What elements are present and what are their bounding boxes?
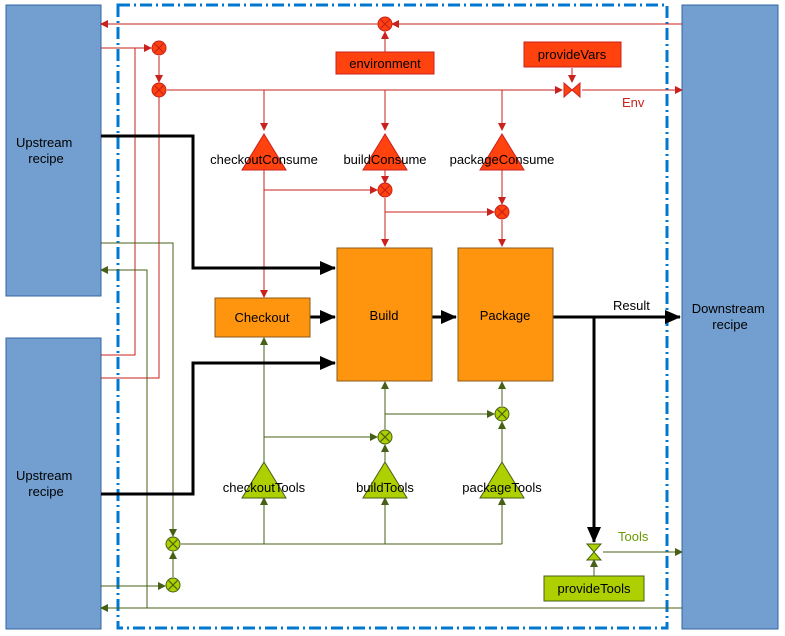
env-valve xyxy=(563,81,581,99)
env-junction-upstream-1 xyxy=(151,40,167,56)
tool-junction-build xyxy=(377,429,393,445)
tool-junction-upstream xyxy=(165,577,181,593)
checkout-step: Checkout xyxy=(214,297,311,338)
tool-junction-bus xyxy=(165,536,181,552)
build-consume: buildConsume xyxy=(343,133,427,171)
result-lines xyxy=(101,134,681,543)
downstream-line2: recipe xyxy=(712,317,747,332)
svg-text:Upstream recipe: Upstream recipe xyxy=(16,468,76,499)
downstream-recipe: Downstream recipe xyxy=(681,4,779,630)
package-consume: packageConsume xyxy=(450,133,555,171)
package-label: Package xyxy=(480,308,531,323)
provide-tools-label: provideTools xyxy=(558,581,631,596)
upstream-recipe-top: Upstream recipe xyxy=(5,4,102,297)
package-consume-label: packageConsume xyxy=(450,152,555,167)
provide-vars-label: provideVars xyxy=(538,47,607,62)
build-tools: buildTools xyxy=(356,461,414,499)
build-tools-label: buildTools xyxy=(356,480,414,495)
env-junction-upstream-2 xyxy=(151,82,167,98)
upstream-top-line2: recipe xyxy=(28,151,63,166)
env-junction-top xyxy=(377,16,393,32)
checkout-tools: checkoutTools xyxy=(223,461,306,499)
svg-text:Downstream recipe: Downstream recipe xyxy=(692,301,769,332)
tool-junction-package xyxy=(494,406,510,422)
build-consume-label: buildConsume xyxy=(343,152,426,167)
upstream-recipe-bottom: Upstream recipe xyxy=(5,337,102,630)
checkout-tools-label: checkoutTools xyxy=(223,480,306,495)
package-tools-label: packageTools xyxy=(462,480,542,495)
environment-box: environment xyxy=(335,51,435,75)
svg-text:Upstream recipe: Upstream recipe xyxy=(16,135,76,166)
env-junction-package xyxy=(494,204,510,220)
tools-label: Tools xyxy=(618,529,649,544)
tool-lines xyxy=(100,242,683,612)
upstream-top-line1: Upstream xyxy=(16,135,72,150)
tools-valve xyxy=(585,543,603,561)
build-label: Build xyxy=(370,308,399,323)
upstream-bottom-line2: recipe xyxy=(28,484,63,499)
env-label: Env xyxy=(622,95,645,110)
checkout-consume: checkoutConsume xyxy=(210,133,318,171)
environment-label: environment xyxy=(349,56,421,71)
checkout-consume-label: checkoutConsume xyxy=(210,152,318,167)
env-junction-build xyxy=(377,182,393,198)
downstream-line1: Downstream xyxy=(692,301,765,316)
checkout-label: Checkout xyxy=(235,310,290,325)
result-label: Result xyxy=(613,298,650,313)
build-step: Build xyxy=(336,247,433,382)
upstream-bottom-line1: Upstream xyxy=(16,468,72,483)
package-step: Package xyxy=(457,247,554,382)
provide-vars-box: provideVars xyxy=(523,41,622,68)
env-lines xyxy=(100,20,683,379)
provide-tools-box: provideTools xyxy=(543,575,645,602)
package-tools: packageTools xyxy=(462,461,542,499)
